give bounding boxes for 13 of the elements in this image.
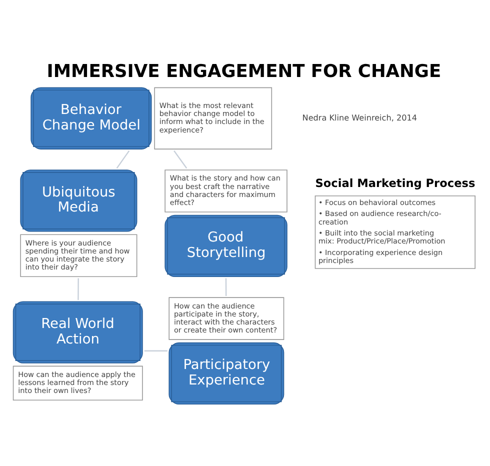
diagram-title: IMMERSIVE ENGAGEMENT FOR CHANGE	[46, 62, 442, 82]
connector	[225, 278, 227, 296]
connector	[174, 150, 188, 169]
connector	[116, 150, 130, 169]
node-label: Where is your audience spending their time and how can you integrate the story into their day?	[25, 238, 130, 272]
node-label: How can the audience participate in the story, interact with the characters or create their own content?	[174, 301, 278, 334]
connector	[78, 278, 79, 300]
node-label: How can the audience apply the lessons learned from the story into their own lives?	[18, 370, 136, 396]
label: Nedra Kline Weinreich, 2014	[302, 113, 417, 122]
node-label: Social Marketing Process	[315, 177, 476, 190]
node-label: What is the most relevant behavior change model to inform what to include in the experience?	[159, 101, 264, 134]
connector	[144, 350, 168, 352]
node-label: What is the story and how can you best craft the narrative and characters for maximum effect?	[170, 174, 280, 207]
